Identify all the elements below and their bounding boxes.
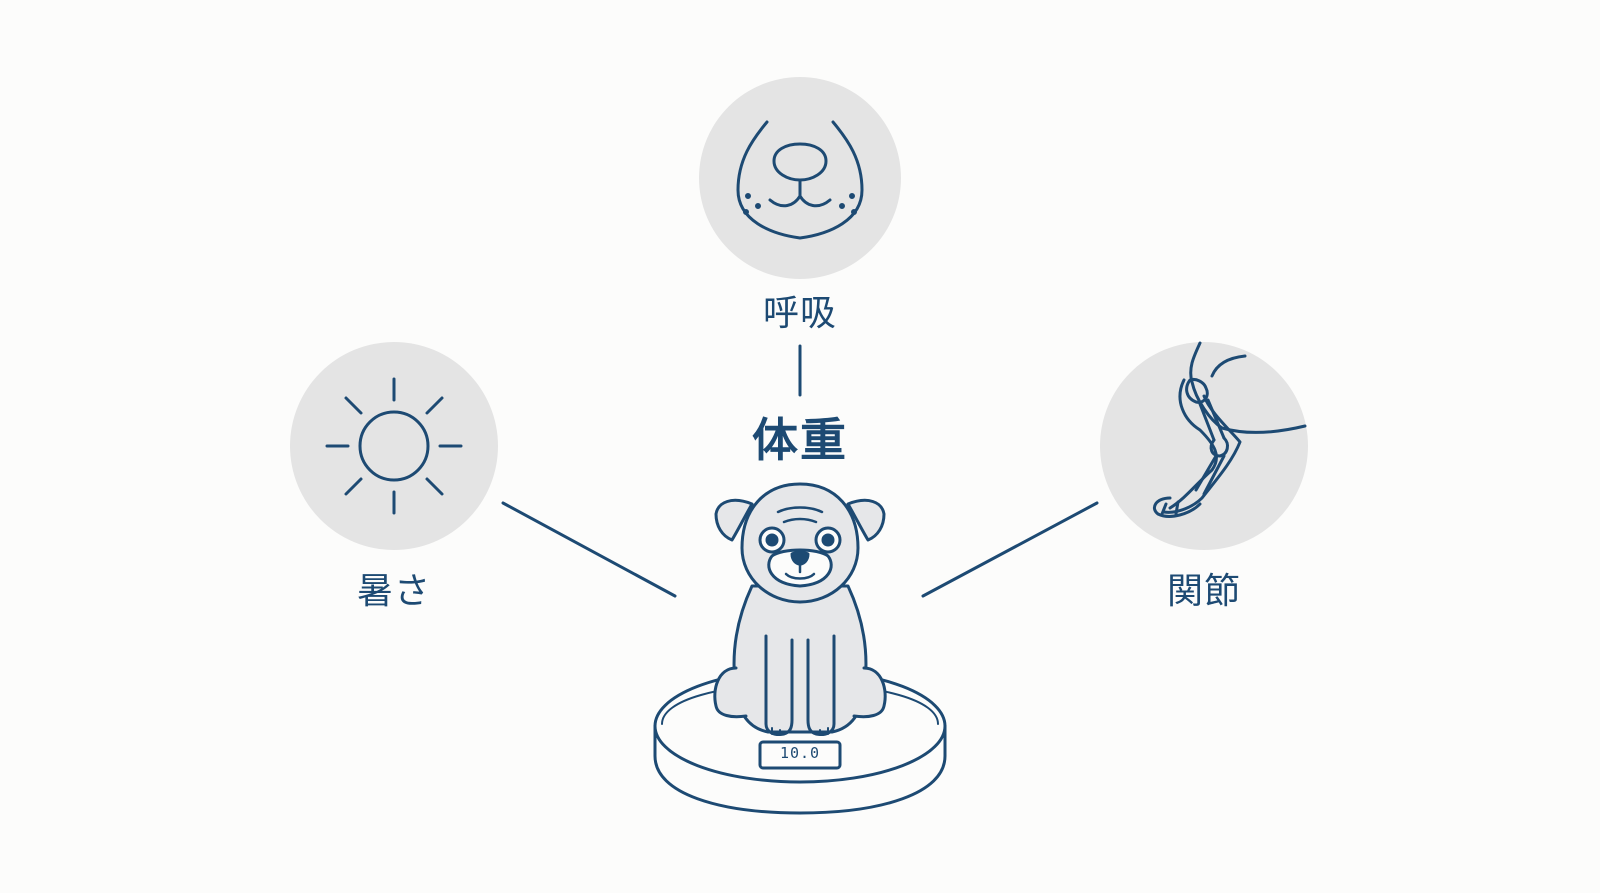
scale-display bbox=[758, 740, 842, 770]
node-label-joints: 関節 bbox=[1166, 571, 1242, 612]
connector-right bbox=[921, 501, 1099, 598]
pug-on-scale-icon bbox=[653, 482, 947, 815]
center-label-weight: 体重 bbox=[752, 413, 848, 467]
node-label-heat: 暑さ bbox=[356, 571, 432, 612]
sun-icon bbox=[290, 342, 498, 550]
connector-left bbox=[501, 501, 677, 598]
leg-joint-icon bbox=[1100, 341, 1308, 550]
scale-reading: 10.0 bbox=[779, 744, 821, 762]
dog-nose-icon bbox=[699, 77, 901, 279]
node-label-breathing: 呼吸 bbox=[762, 293, 838, 334]
